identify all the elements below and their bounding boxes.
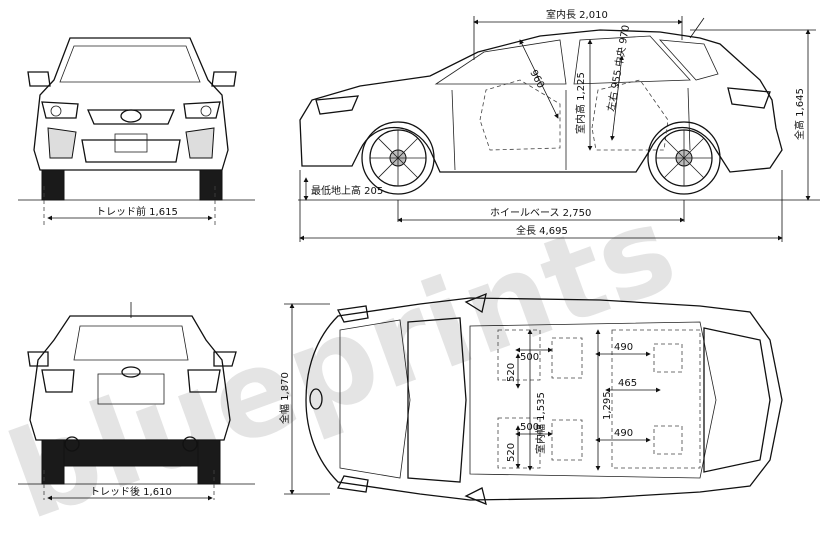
ground-clearance-label: 最低地上高 205 <box>311 184 383 197</box>
front-tread-label: トレッド前 1,615 <box>96 205 178 218</box>
front-view: トレッド前 1,615 <box>18 37 255 225</box>
rear-tread-label: トレッド後 1,610 <box>90 485 172 498</box>
front-seat-width-bottom-label: 500 <box>520 422 539 433</box>
overall-height-label: 全高 1,645 <box>793 88 806 140</box>
rear-seat-width-bottom-label: 490 <box>614 428 633 439</box>
side-view: 室内長 2,010 960 室内高 1,225 左右 955 中央 970 全高… <box>298 8 820 242</box>
front-seat-depth-bottom-label: 520 <box>506 443 517 462</box>
wheelbase-label: ホイールベース 2,750 <box>490 207 591 219</box>
interior-length-label: 室内長 2,010 <box>546 8 608 21</box>
rear-interior-width-label: 1,295 <box>602 391 613 420</box>
front-wheel <box>361 121 435 195</box>
rear-view: トレッド後 1,610 <box>18 302 255 501</box>
front-seat-width-top-label: 500 <box>520 352 539 363</box>
overall-length-label: 全長 4,695 <box>516 224 568 237</box>
rear-seat-height-label: 左右 955 中央 970 <box>604 24 632 113</box>
front-seat-depth-top-label: 520 <box>506 363 517 382</box>
top-view: 全幅 1,870 500 520 室内幅 1,535 <box>278 292 783 506</box>
interior-height-label: 室内高 1,225 <box>574 72 587 134</box>
rear-wheel <box>647 121 721 195</box>
rear-seat-width-top-label: 490 <box>614 342 633 353</box>
overall-width-label: 全幅 1,870 <box>278 372 291 424</box>
interior-width-label: 室内幅 1,535 <box>534 392 547 454</box>
rear-center-width-label: 465 <box>618 378 637 389</box>
